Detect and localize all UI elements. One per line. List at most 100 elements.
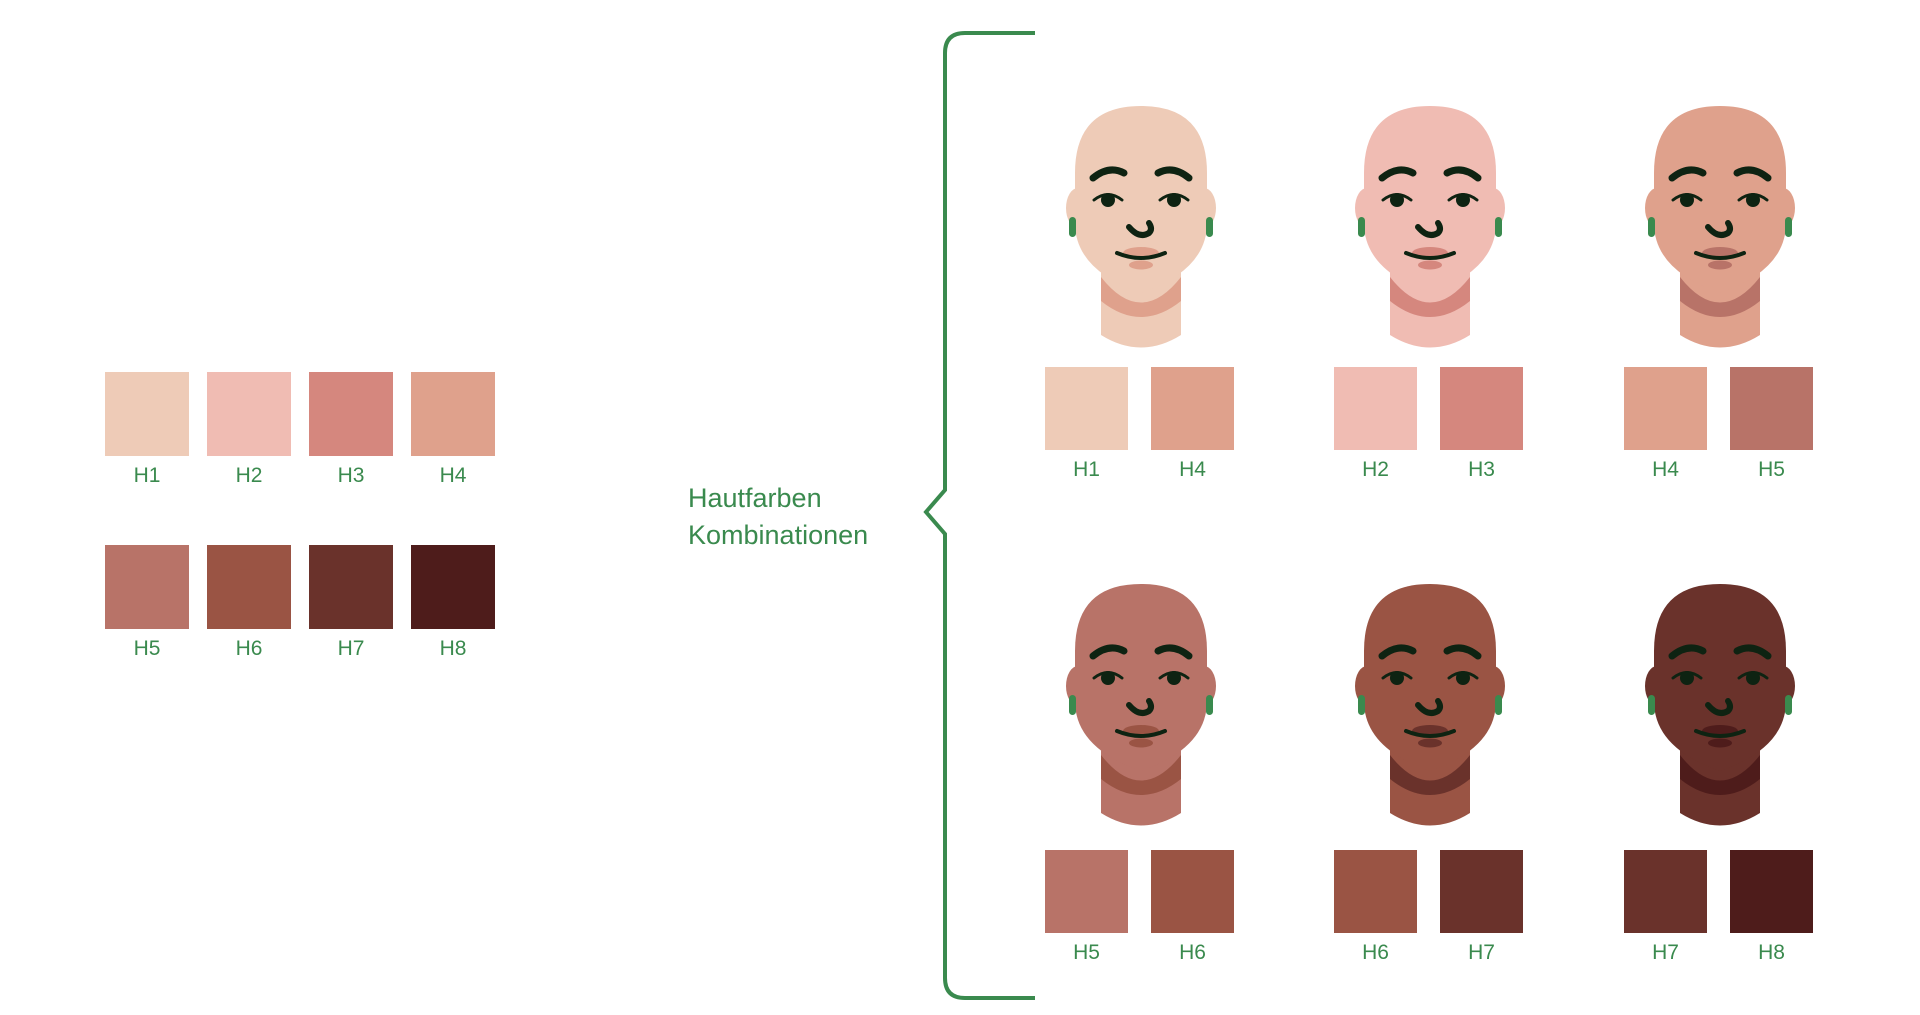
combination-swatch-h5 (1730, 367, 1813, 450)
combination-swatch-label: H1 (1073, 458, 1100, 481)
palette-swatch-h5: H5 (105, 545, 189, 660)
left-eye (1390, 193, 1404, 207)
left-earring (1069, 217, 1076, 237)
head (1654, 106, 1786, 293)
right-eye (1746, 193, 1760, 207)
lower-lip (1708, 260, 1732, 270)
swatch-h3 (309, 372, 393, 456)
face-illustration (1066, 584, 1216, 826)
neck-shadow (1101, 755, 1181, 795)
right-eyebrow (1443, 166, 1482, 182)
combination-swatch-h1 (1045, 367, 1128, 450)
combination-swatch-h7 (1624, 850, 1707, 933)
swatch-h4 (411, 372, 495, 456)
right-eyebrow (1733, 644, 1772, 660)
head (1075, 584, 1207, 771)
palette-swatch-h7: H7 (309, 545, 393, 660)
swatch-h7 (309, 545, 393, 629)
neck-shadow (1390, 755, 1470, 795)
left-eye (1680, 671, 1694, 685)
palette-swatch-h4: H4 (411, 372, 495, 487)
swatch-h5 (105, 545, 189, 629)
swatch-label: H7 (338, 637, 365, 660)
swatch-label: H4 (440, 464, 467, 487)
left-eyebrow (1089, 644, 1128, 660)
right-earring (1785, 217, 1792, 237)
neck-shadow (1101, 277, 1181, 317)
title-line-2: Kombinationen (688, 520, 868, 550)
left-eye (1680, 193, 1694, 207)
head (1364, 106, 1496, 293)
combination-swatch-label: H4 (1179, 458, 1206, 481)
left-eye (1101, 671, 1115, 685)
mouth (1115, 729, 1167, 738)
swatch-h8 (411, 545, 495, 629)
combination-swatch-label: H7 (1652, 941, 1679, 964)
right-eye (1167, 671, 1181, 685)
curly-brace (923, 31, 1035, 1000)
swatch-label: H5 (134, 637, 161, 660)
combination-swatch-h6 (1151, 850, 1234, 933)
palette-swatch-h8: H8 (411, 545, 495, 660)
lower-lip (1708, 738, 1732, 748)
swatch-h1 (105, 372, 189, 456)
right-eye (1167, 193, 1181, 207)
face-illustration (1355, 584, 1505, 826)
right-earring (1785, 695, 1792, 715)
face-illustration (1066, 106, 1216, 348)
nose (1705, 220, 1733, 238)
head (1075, 106, 1207, 293)
nose (1126, 220, 1154, 238)
palette-swatch-h2: H2 (207, 372, 291, 487)
combination-swatch-label: H3 (1468, 458, 1495, 481)
lower-lip (1129, 738, 1153, 748)
right-earring (1206, 695, 1213, 715)
left-earring (1069, 695, 1076, 715)
combination-swatch-label: H4 (1652, 458, 1679, 481)
combination-title: Hautfarben Kombinationen (688, 483, 868, 550)
combination-swatch-label: H6 (1362, 941, 1389, 964)
left-eyebrow (1378, 166, 1417, 182)
swatch-h2 (207, 372, 291, 456)
palette-swatch-h3: H3 (309, 372, 393, 487)
palette-swatch-h1: H1 (105, 372, 189, 487)
face-illustration (1645, 584, 1795, 826)
face-illustration (1645, 106, 1795, 348)
nose (1415, 220, 1443, 238)
mouth (1694, 729, 1746, 738)
combination-swatch-h8 (1730, 850, 1813, 933)
lower-lip (1418, 260, 1442, 270)
swatch-label: H3 (338, 464, 365, 487)
combination-swatch-label: H5 (1073, 941, 1100, 964)
combination-swatch-h7 (1440, 850, 1523, 933)
combination-swatch-label: H6 (1179, 941, 1206, 964)
left-earring (1358, 695, 1365, 715)
swatch-h6 (207, 545, 291, 629)
combination-swatch-label: H8 (1758, 941, 1785, 964)
nose (1126, 698, 1154, 716)
right-earring (1206, 217, 1213, 237)
mouth (1404, 251, 1456, 260)
head (1654, 584, 1786, 771)
swatch-label: H2 (236, 464, 263, 487)
mouth (1694, 251, 1746, 260)
combination-swatch-h4 (1151, 367, 1234, 450)
neck-shadow (1680, 755, 1760, 795)
combination-swatch-h2 (1334, 367, 1417, 450)
lower-lip (1418, 738, 1442, 748)
right-eyebrow (1733, 166, 1772, 182)
right-eyebrow (1443, 644, 1482, 660)
combination-h6-h7: H6 H7 (1334, 584, 1523, 964)
left-earring (1648, 217, 1655, 237)
left-eyebrow (1668, 644, 1707, 660)
right-eye (1456, 671, 1470, 685)
left-eye (1101, 193, 1115, 207)
right-earring (1495, 217, 1502, 237)
left-earring (1358, 217, 1365, 237)
combination-swatch-label: H7 (1468, 941, 1495, 964)
right-eye (1746, 671, 1760, 685)
